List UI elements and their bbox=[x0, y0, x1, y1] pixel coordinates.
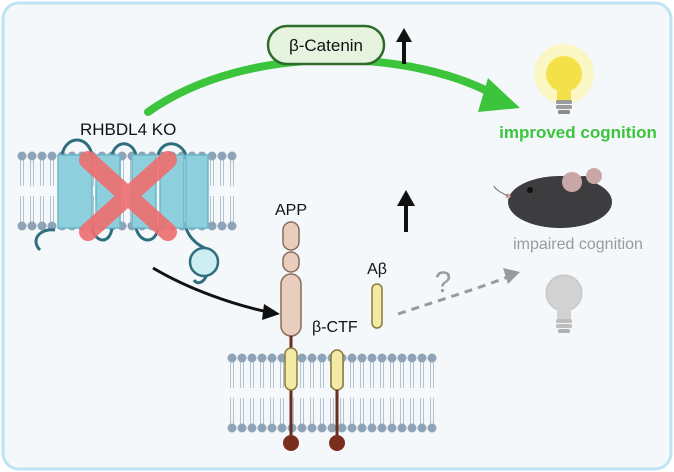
lipid-head bbox=[397, 353, 407, 363]
lipid-head bbox=[317, 423, 327, 433]
beta-ctf-protein bbox=[329, 349, 345, 451]
lipid-head bbox=[207, 221, 217, 231]
up-arrow-icon bbox=[396, 28, 412, 64]
lipid-head bbox=[237, 353, 247, 363]
lipid-head bbox=[367, 423, 377, 433]
lipid-head bbox=[307, 353, 317, 363]
lipid-head bbox=[47, 151, 57, 161]
lipid-head bbox=[267, 353, 277, 363]
lightbulb-off-icon bbox=[545, 274, 583, 333]
lipid-head bbox=[27, 221, 37, 231]
beta-catenin-label: β-Catenin bbox=[289, 36, 363, 55]
lipid-head bbox=[37, 221, 47, 231]
lipid-head bbox=[407, 353, 417, 363]
app-label: APP bbox=[275, 202, 307, 219]
lipid-head bbox=[217, 151, 227, 161]
up-arrow-icon bbox=[397, 190, 415, 232]
lipid-head bbox=[347, 423, 357, 433]
rhbdl4-domain-circle bbox=[188, 246, 220, 278]
mouse-icon bbox=[493, 168, 612, 228]
black-arrowhead bbox=[262, 304, 280, 320]
lipid-head bbox=[17, 221, 27, 231]
app-protein bbox=[280, 221, 302, 451]
beta-ctf-label: β-CTF bbox=[312, 319, 358, 336]
question-mark: ? bbox=[435, 266, 452, 299]
lightbulb-on-icon bbox=[534, 44, 594, 114]
lipid-head bbox=[227, 423, 237, 433]
red-cross-icon bbox=[79, 151, 177, 241]
green-arrowhead bbox=[478, 78, 520, 112]
improved-cognition-label: improved cognition bbox=[499, 123, 657, 142]
lipid-head bbox=[427, 423, 437, 433]
lipid-head bbox=[237, 423, 247, 433]
lipid-head bbox=[257, 353, 267, 363]
lipid-head bbox=[417, 423, 427, 433]
lipid-head bbox=[297, 423, 307, 433]
lipid-head bbox=[357, 353, 367, 363]
lipid-head bbox=[297, 353, 307, 363]
lipid-head bbox=[227, 221, 237, 231]
lipid-head bbox=[347, 353, 357, 363]
lipid-head bbox=[27, 151, 37, 161]
beta-catenin-pill bbox=[266, 24, 386, 66]
lipid-head bbox=[387, 353, 397, 363]
lipid-head bbox=[357, 423, 367, 433]
dashed-arrowhead bbox=[503, 268, 520, 284]
lipid-head bbox=[227, 151, 237, 161]
lipid-head bbox=[367, 353, 377, 363]
lipid-head bbox=[327, 423, 337, 433]
lipid-head bbox=[17, 151, 27, 161]
lipid-head bbox=[387, 423, 397, 433]
lipid-head bbox=[407, 423, 417, 433]
lipid-head bbox=[227, 353, 237, 363]
lipid-head bbox=[397, 423, 407, 433]
dashed-arrow bbox=[397, 274, 511, 316]
lipid-head bbox=[427, 353, 437, 363]
lipid-head bbox=[277, 423, 287, 433]
lipid-head bbox=[317, 353, 327, 363]
lipid-head bbox=[247, 353, 257, 363]
lipid-head bbox=[337, 423, 347, 433]
lipid-head bbox=[267, 423, 277, 433]
lipid-head bbox=[417, 353, 427, 363]
lipid-head bbox=[307, 423, 317, 433]
lipid-head bbox=[37, 151, 47, 161]
lipid-head bbox=[207, 151, 217, 161]
impaired-cognition-label: impaired cognition bbox=[513, 236, 643, 253]
lipid-head bbox=[377, 353, 387, 363]
lipid-head bbox=[247, 423, 257, 433]
abeta-label: Aβ bbox=[367, 261, 387, 278]
abeta-peptide bbox=[371, 283, 383, 329]
lipid-head bbox=[377, 423, 387, 433]
ko-label: RHBDL4 KO bbox=[80, 120, 176, 139]
lipid-head bbox=[217, 221, 227, 231]
lipid-head bbox=[257, 423, 267, 433]
lipid-head bbox=[47, 221, 57, 231]
